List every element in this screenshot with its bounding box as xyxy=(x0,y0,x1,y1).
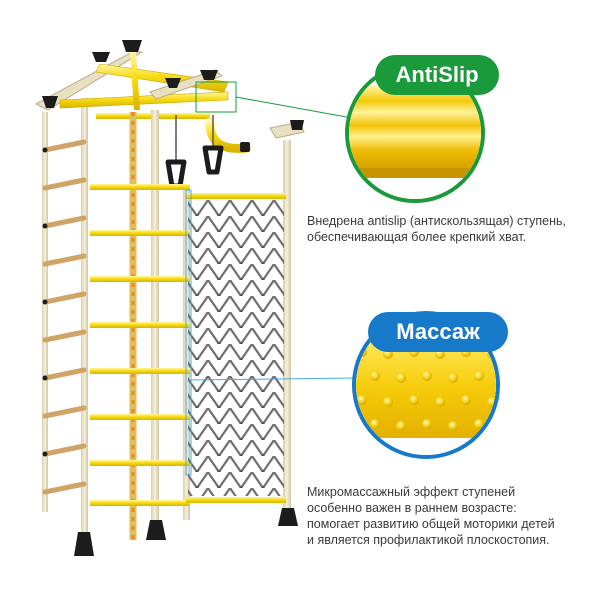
main-wall-bars xyxy=(74,110,305,556)
top-frame xyxy=(34,40,251,153)
massage-marker xyxy=(185,189,356,476)
massage-description: Микромассажный эффект ступеней особенно … xyxy=(307,484,592,548)
antislip-description-line: Внедрена antislip (антискользящая) ступе… xyxy=(307,214,567,228)
massage-description-line: помогает развитию общей моторики детей xyxy=(307,517,555,531)
massage-description-line: особенно важен в раннем возрасте: xyxy=(307,501,517,515)
side-ladder xyxy=(42,98,88,538)
massage-badge: Массаж xyxy=(368,312,508,352)
massage-description-line: и является профилактикой плоскостопия. xyxy=(307,533,550,547)
antislip-description: Внедрена antislip (антискользящая) ступе… xyxy=(307,213,592,245)
antislip-marker xyxy=(195,81,353,119)
gymnastic-rings xyxy=(165,115,224,189)
antislip-badge: AntiSlip xyxy=(375,55,499,95)
antislip-description-line: обеспечивающая более крепкий хват. xyxy=(307,230,527,244)
massage-description-line: Микромассажный эффект ступеней xyxy=(307,485,516,499)
